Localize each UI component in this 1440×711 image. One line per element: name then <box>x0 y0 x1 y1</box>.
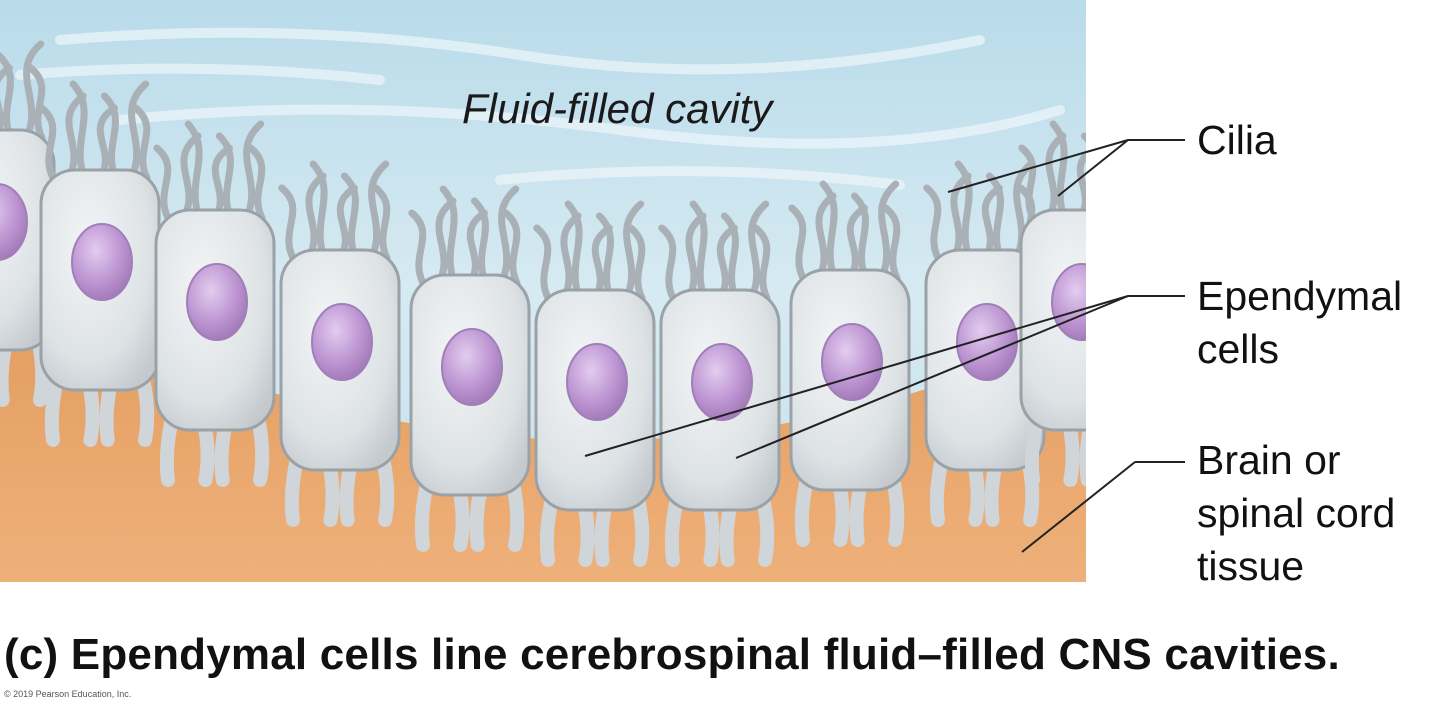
ependymal-cell <box>278 160 401 527</box>
tissue-label: Brain or spinal cord tissue <box>1197 437 1396 589</box>
cilia <box>38 80 151 182</box>
cilia <box>658 200 771 302</box>
nucleus <box>71 223 133 301</box>
nucleus <box>566 343 628 421</box>
nucleus <box>1051 263 1086 341</box>
nucleus <box>691 343 753 421</box>
cilia <box>408 185 521 287</box>
cilia <box>153 120 266 222</box>
cell-body <box>1019 208 1086 432</box>
ependymal-cell <box>1018 120 1086 487</box>
nucleus <box>186 263 248 341</box>
cilia-leader-b <box>1057 139 1129 197</box>
figure-caption: (c) Ependymal cells line cerebrospinal f… <box>4 630 1340 679</box>
cavity-streaks <box>15 27 1065 190</box>
copyright-notice: © 2019 Pearson Education, Inc. <box>4 689 132 699</box>
cilia-leader-a <box>947 139 1129 193</box>
leader-lines <box>584 139 1185 553</box>
ependymal-leader-b <box>735 295 1129 459</box>
nucleus <box>311 303 373 381</box>
ependymal-leader-a <box>584 295 1129 457</box>
ependymal-cell <box>788 180 911 547</box>
nucleus <box>956 303 1018 381</box>
ependymal-cell <box>408 185 531 552</box>
cilia <box>533 200 646 302</box>
ependymal-cell <box>923 160 1046 527</box>
ependymal-cell <box>153 120 276 487</box>
nucleus <box>441 328 503 406</box>
ependymal-cells <box>0 40 1086 567</box>
ependymal-cells-label: Ependymal cells <box>1197 273 1403 372</box>
cavity-label: Fluid-filled cavity <box>462 85 773 132</box>
ependymal-cell <box>533 200 656 567</box>
nucleus <box>821 323 883 401</box>
nucleus <box>0 183 28 261</box>
tissue-leader-a <box>1021 461 1136 553</box>
cilia <box>278 160 391 262</box>
cilia <box>0 40 46 142</box>
cilia-label: Cilia <box>1197 117 1277 163</box>
ependymal-cell <box>658 200 781 567</box>
